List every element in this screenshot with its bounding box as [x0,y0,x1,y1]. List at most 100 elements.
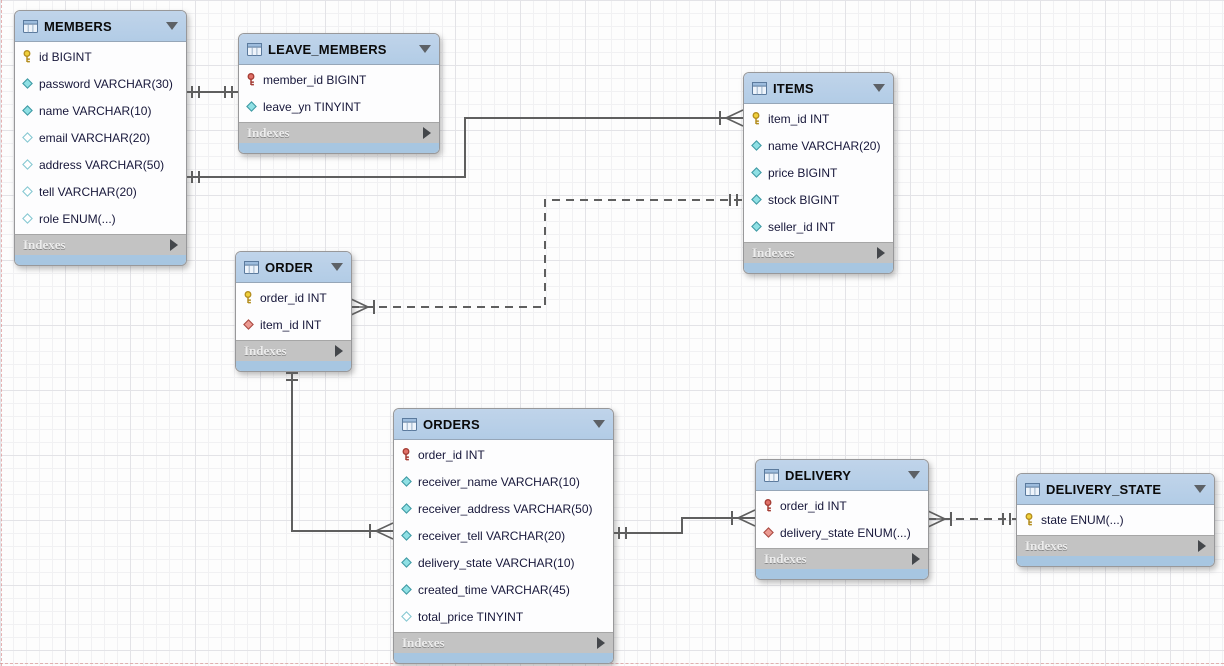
column-row[interactable]: member_id BIGINT [239,66,439,93]
table-icon [402,417,417,431]
column-row[interactable]: id BIGINT [15,43,186,70]
indexes-label: Indexes [247,125,290,140]
relationship-orders-delivery[interactable] [613,509,756,539]
column-row[interactable]: name VARCHAR(20) [744,132,893,159]
column-row[interactable]: receiver_name VARCHAR(10) [394,468,613,495]
column-nullable-icon [21,186,34,197]
collapse-triangle-icon[interactable] [331,263,343,271]
column-notnull-icon [245,101,258,112]
column-row[interactable]: password VARCHAR(30) [15,70,186,97]
column-row[interactable]: order_id INT [236,284,351,311]
column-row[interactable]: item_id INT [744,105,893,132]
column-row[interactable]: receiver_tell VARCHAR(20) [394,522,613,549]
primary-foreign-key-icon [400,448,413,461]
table-columns: state ENUM(...) [1017,505,1214,535]
table-columns: order_id INT item_id INT [236,283,351,340]
column-row[interactable]: delivery_state ENUM(...) [756,519,928,546]
column-row[interactable]: address VARCHAR(50) [15,151,186,178]
column-text: price BIGINT [768,165,838,180]
column-row[interactable]: seller_id INT [744,213,893,240]
collapse-triangle-icon[interactable] [419,45,431,53]
column-nullable-icon [400,611,413,622]
column-row[interactable]: email VARCHAR(20) [15,124,186,151]
table-header[interactable]: ORDERS [394,409,613,440]
indexes-bar[interactable]: Indexes [1017,535,1214,556]
column-row[interactable]: order_id INT [756,492,928,519]
column-text: order_id INT [780,498,847,513]
table-footer-bar [394,653,613,663]
column-notnull-icon [21,105,34,116]
column-text: order_id INT [418,447,485,462]
column-row[interactable]: total_price TINYINT [394,603,613,630]
table-header[interactable]: MEMBERS [15,11,186,42]
column-row[interactable]: tell VARCHAR(20) [15,178,186,205]
column-text: order_id INT [260,290,327,305]
table-header[interactable]: LEAVE_MEMBERS [239,34,439,65]
table-footer-bar [236,361,351,371]
indexes-bar[interactable]: Indexes [744,242,893,263]
table-header[interactable]: ITEMS [744,73,893,104]
collapse-triangle-icon[interactable] [166,22,178,30]
column-row[interactable]: leave_yn TINYINT [239,93,439,120]
collapse-triangle-icon[interactable] [873,84,885,92]
column-text: email VARCHAR(20) [39,130,151,145]
relationship-order-items[interactable] [350,194,743,316]
indexes-bar[interactable]: Indexes [756,548,928,569]
indexes-bar[interactable]: Indexes [236,340,351,361]
column-row[interactable]: name VARCHAR(10) [15,97,186,124]
table-header[interactable]: ORDER [236,252,351,283]
table-members[interactable]: MEMBERS id BIGINT password VARCHAR(30)name… [14,10,187,266]
table-delivery[interactable]: DELIVERY order_id INT delivery_state ENUM(… [755,459,929,580]
relationship-members-items[interactable] [186,109,744,183]
expand-triangle-icon[interactable] [335,345,343,357]
expand-triangle-icon[interactable] [597,637,605,649]
expand-triangle-icon[interactable] [423,127,431,139]
relationship-delivery-delivery_state[interactable] [927,510,1016,528]
column-row[interactable]: role ENUM(...) [15,205,186,232]
expand-triangle-icon[interactable] [912,553,920,565]
relationship-members-leave_members[interactable] [186,86,238,98]
column-nullable-icon [21,213,34,224]
indexes-bar[interactable]: Indexes [394,632,613,653]
table-order[interactable]: ORDER order_id INT item_id INT Indexes [235,251,352,372]
table-title: DELIVERY_STATE [1046,481,1162,497]
foreign-key-column-icon [242,319,255,330]
collapse-triangle-icon[interactable] [1194,485,1206,493]
page-boundary-left [1,0,2,666]
column-text: receiver_name VARCHAR(10) [418,474,580,489]
column-row[interactable]: state ENUM(...) [1017,506,1214,533]
primary-key-icon [242,291,255,304]
column-row[interactable]: created_time VARCHAR(45) [394,576,613,603]
table-columns: id BIGINT password VARCHAR(30)name VARCHA… [15,42,186,234]
table-header[interactable]: DELIVERY_STATE [1017,474,1214,505]
expand-triangle-icon[interactable] [1198,540,1206,552]
indexes-bar[interactable]: Indexes [239,122,439,143]
column-text: id BIGINT [39,49,92,64]
indexes-bar[interactable]: Indexes [15,234,186,255]
column-text: delivery_state ENUM(...) [780,525,911,540]
collapse-triangle-icon[interactable] [593,420,605,428]
column-row[interactable]: stock BIGINT [744,186,893,213]
indexes-label: Indexes [244,343,287,358]
column-notnull-icon [750,167,763,178]
column-row[interactable]: price BIGINT [744,159,893,186]
table-header[interactable]: DELIVERY [756,460,928,491]
column-row[interactable]: delivery_state VARCHAR(10) [394,549,613,576]
column-row[interactable]: receiver_address VARCHAR(50) [394,495,613,522]
table-footer-bar [1017,556,1214,566]
relationship-order-orders[interactable] [286,367,394,540]
collapse-triangle-icon[interactable] [908,471,920,479]
table-orders[interactable]: ORDERS order_id INT receiver_name VARCHAR(… [393,408,614,664]
expand-triangle-icon[interactable] [170,239,178,251]
table-icon [244,260,259,274]
expand-triangle-icon[interactable] [877,247,885,259]
column-row[interactable]: order_id INT [394,441,613,468]
column-row[interactable]: item_id INT [236,311,351,338]
column-notnull-icon [400,584,413,595]
